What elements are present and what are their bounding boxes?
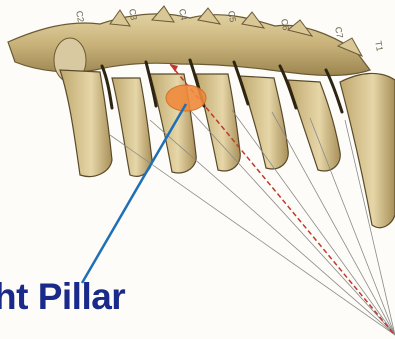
label-c2: C2 (74, 10, 86, 23)
label-c4: C4 (177, 8, 189, 21)
pillar-title: ht Pillar (0, 276, 125, 318)
c2-body (60, 70, 112, 177)
label-t1: T1 (373, 40, 385, 52)
t1-body (340, 73, 395, 227)
c7-body (288, 80, 340, 171)
guide-lines (110, 110, 395, 335)
label-c3: C3 (127, 8, 139, 21)
label-c6: C6 (279, 18, 291, 31)
label-c5: C5 (226, 10, 238, 23)
c3-body (112, 78, 152, 176)
pillar-highlight (166, 85, 206, 111)
pillar-subtitle: ... (6, 320, 28, 339)
label-c7: C7 (333, 26, 345, 39)
